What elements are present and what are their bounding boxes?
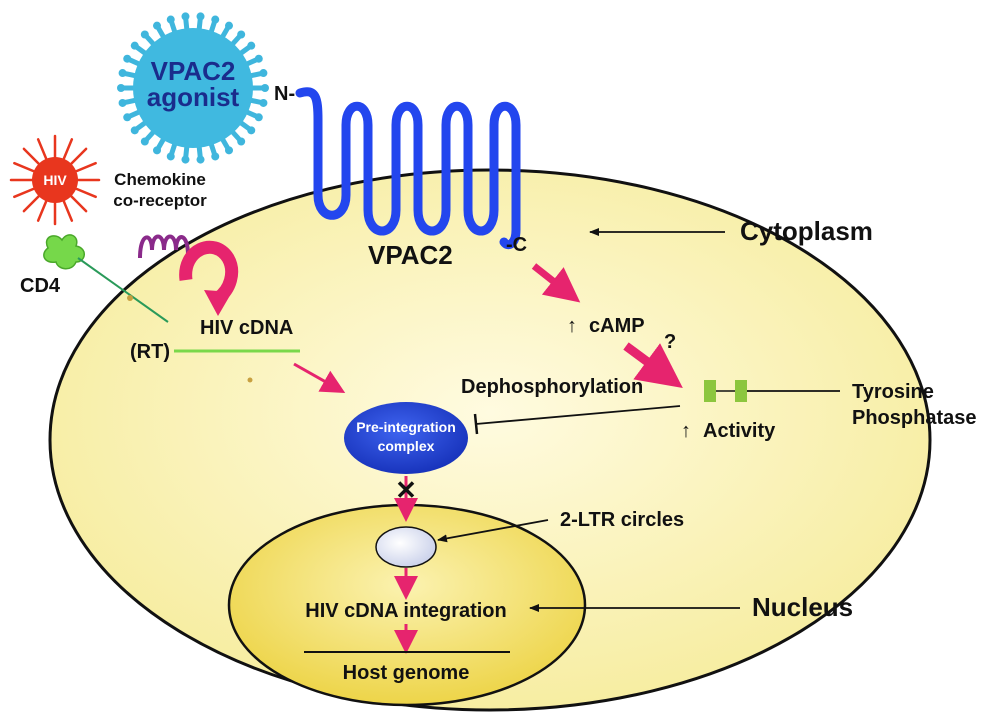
spike <box>36 197 49 222</box>
tyrosine-label: Tyrosine <box>852 381 934 403</box>
nucleus-label: Nucleus <box>752 592 853 622</box>
agonist-label-line2: agonist <box>147 82 240 112</box>
ltr-circles-label: 2-LTR circles <box>560 509 684 531</box>
spike <box>13 161 38 174</box>
rt-label: (RT) <box>130 341 170 363</box>
activity-up-arrow: ↑ <box>681 420 691 442</box>
spike-tip <box>247 126 256 135</box>
hiv-cdna-label: HIV cDNA <box>200 317 293 339</box>
activity-label: Activity <box>703 420 776 442</box>
spike-tip <box>117 84 125 92</box>
spike <box>13 186 38 199</box>
pic-label-line2: complex <box>378 438 435 454</box>
spike-tip <box>211 152 220 161</box>
spike-tip <box>118 69 127 78</box>
phosphatase-label: Phosphatase <box>852 407 976 429</box>
chemokine-coreceptor-coil <box>138 234 190 259</box>
agonist-label-line1: VPAC2 <box>151 56 236 86</box>
entry-arrowhead <box>204 290 232 316</box>
spike-tip <box>153 21 161 30</box>
cd4-stalk <box>77 257 169 323</box>
camp-up-arrow: ↑ <box>567 315 577 337</box>
spike-tip <box>166 15 175 24</box>
spike-tip <box>153 146 161 155</box>
spike-tip <box>118 98 127 107</box>
spike-tip <box>181 12 190 21</box>
dephosphorylation-label: Dephosphorylation <box>461 376 643 398</box>
spike-tip <box>211 15 220 24</box>
cdna-to-pic-arrow <box>293 362 346 393</box>
spike-tip <box>166 152 175 161</box>
spike-tip <box>140 137 149 146</box>
spike <box>72 161 97 174</box>
spike-tip <box>130 41 139 50</box>
vpac2-receptor <box>295 87 521 250</box>
ltr-pointer <box>437 519 549 543</box>
cd4-receptor <box>43 234 85 270</box>
chemokine-label-line2: co-receptor <box>113 191 207 210</box>
spike <box>72 186 97 199</box>
dephosphorylation-inhibition-line <box>475 405 681 425</box>
spike <box>22 147 43 168</box>
camp-to-phosphatase-arrow <box>623 342 683 389</box>
spike-tip <box>225 146 233 155</box>
hiv-cdna-integration-label: HIV cDNA integration <box>305 600 507 622</box>
vpac2-label: VPAC2 <box>368 240 453 270</box>
spike-tip <box>225 21 233 30</box>
spike-tip <box>123 113 132 122</box>
receptor-to-camp-arrow <box>531 263 581 303</box>
cd4-label: CD4 <box>20 275 61 297</box>
two-ltr-circle <box>375 526 437 568</box>
entry-curved-arrow <box>179 240 239 304</box>
chemokine-label-line1: Chemokine <box>114 170 206 189</box>
host-genome-label: Host genome <box>343 662 470 684</box>
spike-tip <box>259 69 268 78</box>
hiv-virion: HIV <box>9 134 101 226</box>
question-mark: ? <box>664 331 676 353</box>
vpac2-agonist: VPAC2 agonist <box>117 12 269 164</box>
spike <box>67 192 88 213</box>
spike-tip <box>247 41 256 50</box>
spike-tip <box>140 30 149 39</box>
camp-label: cAMP <box>589 315 645 337</box>
spike <box>36 138 49 163</box>
spike <box>67 147 88 168</box>
spike-tip <box>196 12 205 21</box>
hiv-label: HIV <box>43 172 67 188</box>
spike-tip <box>261 84 269 92</box>
receptor-n-terminus-label: N- <box>274 83 295 105</box>
spike-tip <box>254 113 263 122</box>
inhibition-bar <box>473 413 479 435</box>
receptor-c-terminus-label: -C <box>506 234 527 256</box>
spike-tip <box>130 126 139 135</box>
cdna-dot-1 <box>127 295 133 301</box>
pic-label-line1: Pre-integration <box>356 419 456 435</box>
spike-tip <box>196 155 205 164</box>
cytoplasm-label: Cytoplasm <box>740 216 873 246</box>
hiv-spikes <box>9 134 101 226</box>
phosphatase-domain-1 <box>704 380 716 402</box>
spike-tip <box>181 155 190 164</box>
cdna-dot-2 <box>247 377 253 383</box>
blocked-x-mark: ✕ <box>395 475 417 505</box>
spike <box>61 138 74 163</box>
spike-tip <box>237 137 246 146</box>
spike-tip <box>254 54 263 63</box>
spike-tip <box>237 30 246 39</box>
phosphatase-domain-2 <box>735 380 747 402</box>
spike <box>22 192 43 213</box>
spike-tip <box>259 98 268 107</box>
spike-tip <box>123 54 132 63</box>
spike <box>61 197 74 222</box>
pre-integration-complex <box>344 402 468 474</box>
